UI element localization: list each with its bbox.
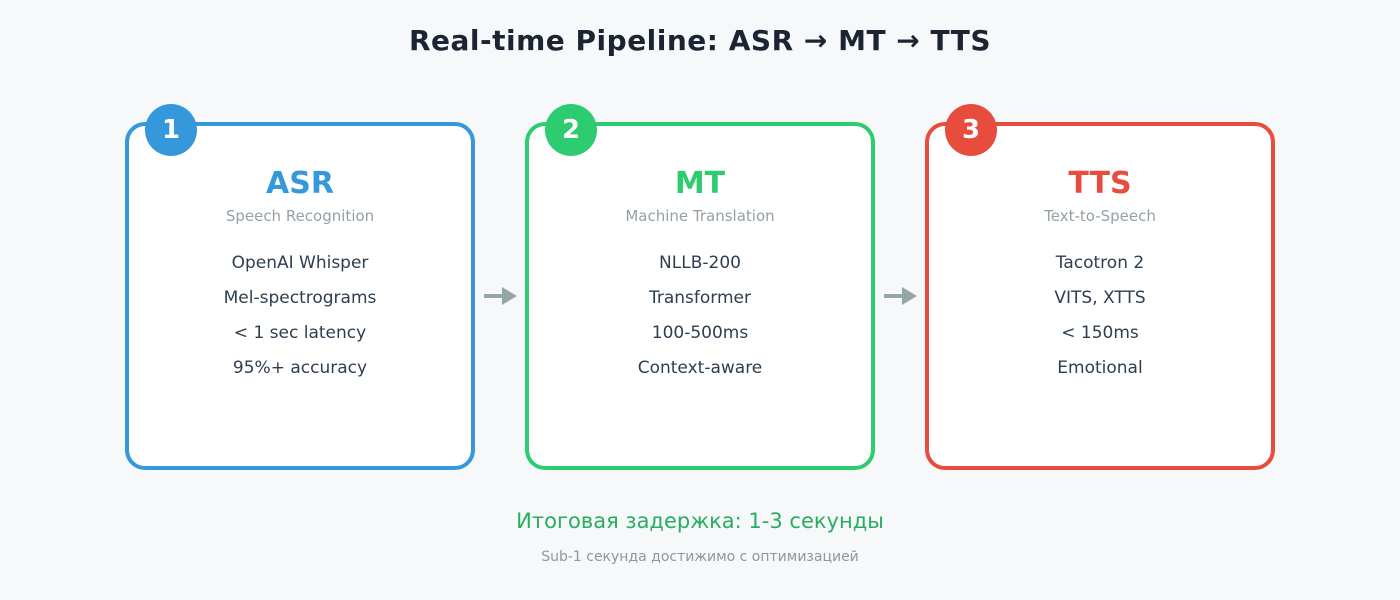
diagram-title: Real-time Pipeline: ASR → MT → TTS	[408, 24, 992, 57]
stage-item: Mel-spectrograms	[223, 288, 377, 308]
stage-subtitle: Speech Recognition	[225, 207, 375, 225]
stage-title: TTS	[1068, 166, 1132, 201]
stage-item-list: NLLB-200 Transformer 100-500ms Context-a…	[529, 246, 871, 386]
stage-item: < 150ms	[1061, 323, 1139, 343]
stage-item: NLLB-200	[659, 253, 741, 273]
stage-item: 100-500ms	[651, 323, 749, 343]
footer-latency-headline: Итоговая задержка: 1-3 секунды	[516, 509, 884, 533]
stage-number-badge: 2	[545, 104, 597, 156]
stage-item: Emotional	[1057, 358, 1143, 378]
stage-item: VITS, XTTS	[1054, 288, 1146, 308]
stage-card-asr: 1 ASR Speech Recognition OpenAI Whisper …	[125, 104, 475, 470]
stage-item: < 1 sec latency	[233, 323, 367, 343]
stage-subtitle: Machine Translation	[625, 207, 775, 225]
stage-card-mt: 2 MT Machine Translation NLLB-200 Transf…	[525, 104, 875, 470]
stage-title: MT	[674, 166, 726, 201]
flow-arrow-icon	[475, 122, 525, 470]
footer-optimization-note: Sub-1 секунда достижимо с оптимизацией	[541, 549, 859, 565]
stage-item: Transformer	[648, 288, 751, 308]
stage-item-list: OpenAI Whisper Mel-spectrograms < 1 sec …	[129, 246, 471, 386]
stage-number-badge: 3	[945, 104, 997, 156]
stage-item: Context-aware	[637, 358, 763, 378]
stage-title: ASR	[266, 166, 334, 201]
stage-item-list: Tacotron 2 VITS, XTTS < 150ms Emotional	[929, 246, 1271, 386]
stage-item: 95%+ accuracy	[232, 358, 368, 378]
stage-item: OpenAI Whisper	[231, 253, 369, 273]
stage-item: Tacotron 2	[1055, 253, 1145, 273]
stage-number-badge: 1	[145, 104, 197, 156]
pipeline-row: 1 ASR Speech Recognition OpenAI Whisper …	[0, 104, 1400, 470]
stage-subtitle: Text-to-Speech	[1044, 207, 1156, 225]
flow-arrow-icon	[875, 122, 925, 470]
stage-card-tts: 3 TTS Text-to-Speech Tacotron 2 VITS, XT…	[925, 104, 1275, 470]
